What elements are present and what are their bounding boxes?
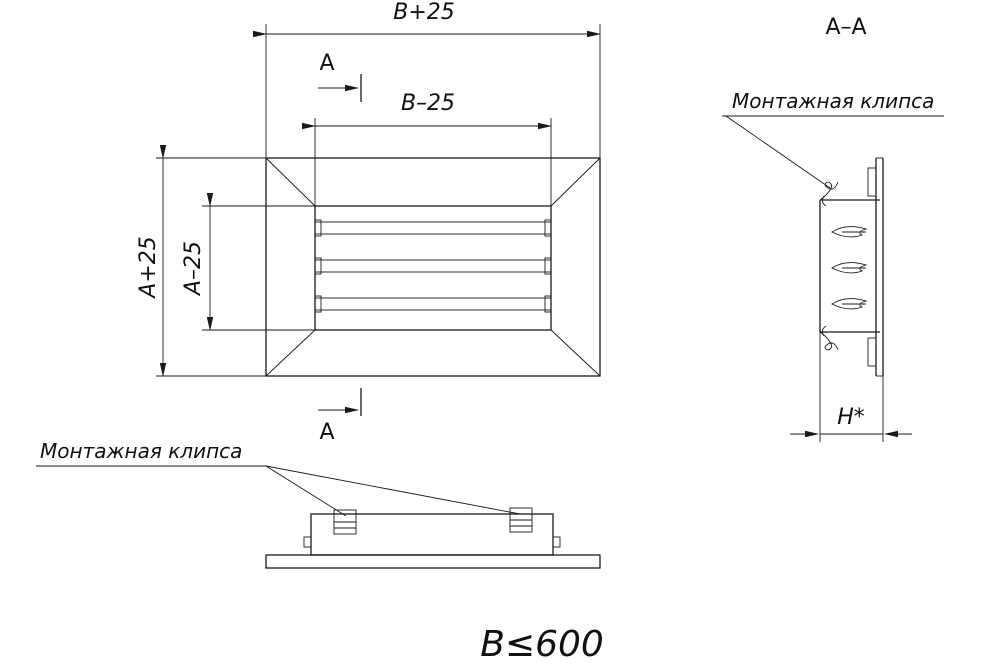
section-clip-label: Монтажная клипса (732, 89, 934, 113)
top-clip-label: Монтажная клипса (40, 439, 242, 463)
dim-outer-width: B+25 (393, 0, 455, 25)
top-clip-right (509, 507, 533, 533)
svg-text:A: A (319, 51, 334, 76)
top-clip-left (333, 509, 357, 535)
section-view: A–A Монтажная клипса (722, 15, 944, 442)
inner-opening (314, 205, 552, 331)
dim-outer-height: A+25 (136, 236, 161, 299)
section-mark-top: A (318, 51, 362, 102)
dim-inner-width: B–25 (401, 91, 455, 116)
dim-inner-height: A–25 (181, 241, 206, 297)
top-flange (265, 554, 601, 569)
blade-sections (831, 226, 868, 310)
section-mark-bottom: A (318, 388, 362, 445)
svg-text:A: A (319, 420, 334, 445)
front-view: B+25 B–25 A+25 A–25 A A (136, 0, 601, 445)
section-title: A–A (825, 15, 866, 40)
outer-frame (265, 157, 601, 377)
top-view: Монтажная клипса (36, 439, 601, 569)
louvre-blades (314, 219, 552, 313)
top-body (310, 513, 554, 556)
dim-depth: H* (837, 405, 865, 430)
size-condition: B≤600 (480, 624, 604, 665)
